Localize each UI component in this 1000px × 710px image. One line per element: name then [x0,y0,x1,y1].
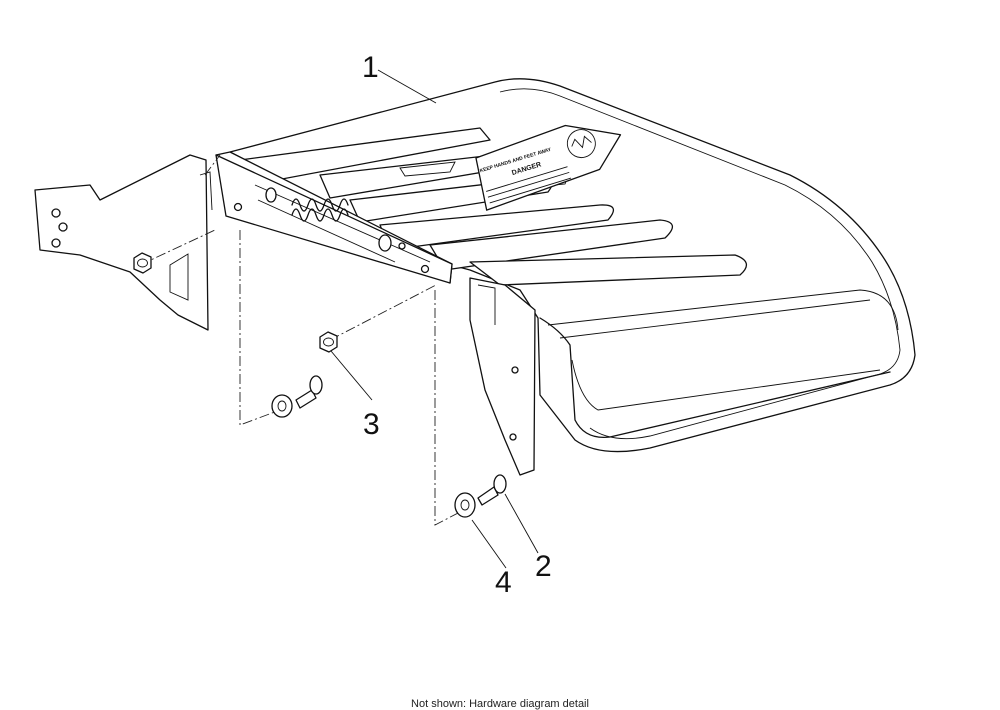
callout-3: 3 [363,408,380,441]
washer [454,492,476,518]
hinge-assembly [215,151,453,284]
footer-note: Not shown: Hardware diagram detail [411,698,589,710]
right-mounting-bracket [469,277,536,476]
assembly-lines [139,154,461,526]
carriage-bolt-left [295,375,323,409]
callout-1: 1 [362,51,379,84]
carriage-bolt [477,474,507,506]
leader-lines [330,69,539,569]
washer-left [271,394,293,418]
torsion-spring [291,198,349,222]
callout-2: 2 [535,550,552,583]
flange-nut-left [133,252,152,274]
left-mounting-bracket [34,154,213,331]
flange-nut [319,331,338,353]
callout-4: 4 [495,566,512,599]
